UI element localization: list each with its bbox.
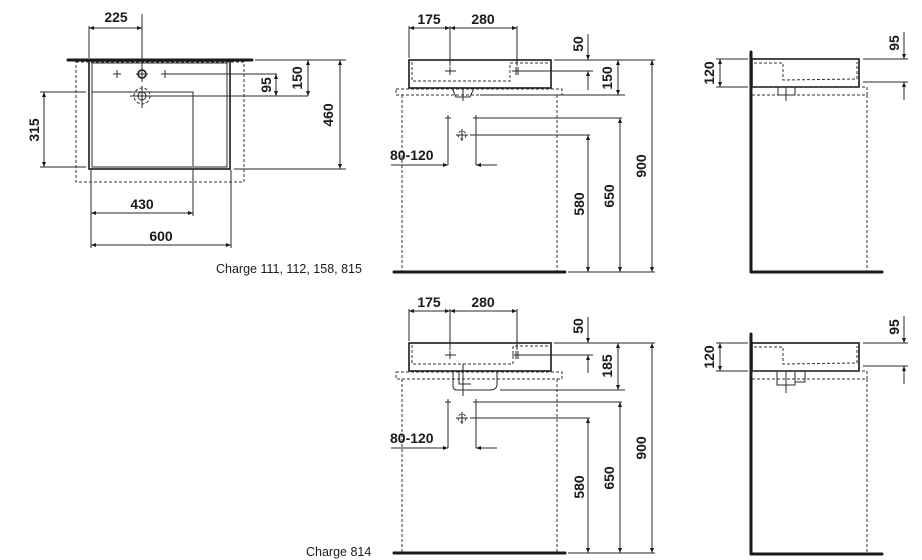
side-view-top: 120 95	[701, 32, 908, 274]
dim-depth-total: 460	[320, 103, 336, 127]
drain-marker-icon	[456, 129, 468, 141]
countertop-outline	[395, 88, 563, 96]
basin-outline	[88, 60, 231, 170]
countertop-outline	[395, 371, 563, 380]
vanity-outline	[75, 61, 245, 183]
dim-overflow: 95	[886, 35, 902, 51]
drain-marker-icon	[456, 412, 468, 424]
front-view-top: 175 280 50 150 80-120 580 650 900	[390, 11, 655, 274]
dim-height: 150	[599, 66, 615, 90]
basin-side	[751, 342, 860, 372]
tap-hole-icon	[136, 14, 148, 82]
dim-bowl-depth: 315	[26, 118, 42, 142]
dim-left-offset: 175	[417, 294, 441, 310]
tap-hole-marker-icon	[113, 70, 169, 78]
dim-height: 185	[599, 354, 615, 378]
tap-marker-icon	[445, 67, 522, 75]
basin-front	[408, 342, 552, 372]
supply-marker-icon	[445, 115, 479, 121]
basin-side	[751, 58, 860, 88]
dim-rim-height: 120	[701, 61, 717, 85]
dim-supply-height: 650	[601, 466, 617, 490]
dim-drain-height: 580	[571, 475, 587, 499]
dim-supply-spacing: 80-120	[390, 147, 434, 163]
dim-total-width: 600	[149, 228, 173, 244]
dim-supply-spacing: 80-120	[390, 430, 434, 446]
side-view-bottom: 120 95	[701, 316, 908, 556]
caption-charge-plan: Charge 111, 112, 158, 815	[216, 262, 362, 276]
dim-total-height: 900	[633, 436, 649, 460]
supply-marker-icon	[445, 399, 479, 405]
caption-charge-bottom: Charge 814	[306, 545, 371, 559]
dim-overflow-top: 50	[570, 318, 586, 334]
bowl-outline	[92, 91, 194, 166]
dim-total-height: 900	[633, 154, 649, 178]
dim-tap-to-drain: 95	[258, 77, 274, 93]
plan-view: 225 460 150 95 315 430 600 Charge 111, 1…	[26, 9, 362, 276]
dim-overflow-top: 50	[570, 36, 586, 52]
dim-spacing: 280	[471, 294, 495, 310]
dim-rim-height: 120	[701, 345, 717, 369]
dim-overflow: 95	[886, 319, 902, 335]
dim-bowl-width: 430	[130, 196, 154, 212]
dim-tap-offset: 225	[104, 9, 128, 25]
dim-drain-height: 580	[571, 192, 587, 216]
drain-icon	[130, 86, 154, 108]
dim-left-offset: 175	[417, 11, 441, 27]
drain-outlet	[452, 371, 498, 391]
basin-front	[408, 59, 552, 89]
dim-spacing: 280	[471, 11, 495, 27]
dim-tap-to-bowl: 150	[289, 66, 305, 90]
tap-marker-icon	[445, 351, 522, 359]
front-view-bottom: 175 280 50 185 80-120 580 650 900 Charge…	[306, 294, 655, 559]
dim-supply-height: 650	[601, 184, 617, 208]
